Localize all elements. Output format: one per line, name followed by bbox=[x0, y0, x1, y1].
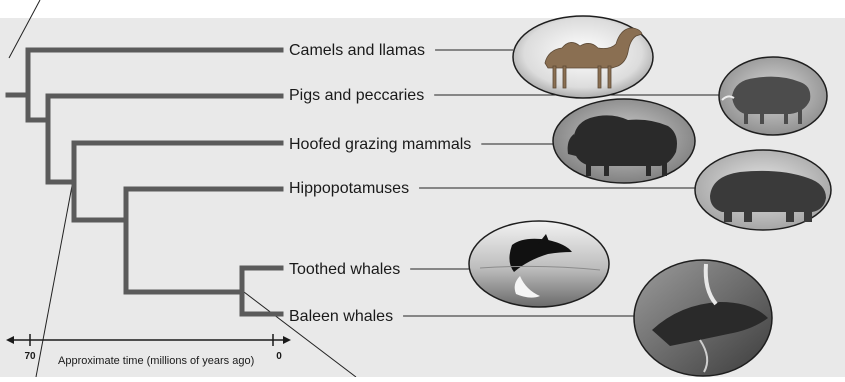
camel-photo-icon bbox=[513, 16, 653, 98]
taxon-label-hoofed-grazers: Hoofed grazing mammals bbox=[289, 136, 471, 153]
taxon-label-camels: Camels and llamas bbox=[289, 42, 425, 59]
taxon-label-baleen-whales: Baleen whales bbox=[289, 308, 393, 325]
axis-tick-label-0: 0 bbox=[276, 351, 282, 362]
axis-tick-label-70: 70 bbox=[24, 351, 36, 362]
orca-photo-icon bbox=[469, 221, 609, 307]
taxon-label-pigs: Pigs and peccaries bbox=[289, 87, 424, 104]
warthog-photo-icon bbox=[719, 57, 827, 135]
taxon-label-hippos: Hippopotamuses bbox=[289, 180, 409, 197]
taxon-label-toothed-whales: Toothed whales bbox=[289, 261, 400, 278]
bison-photo-icon bbox=[553, 99, 695, 183]
axis-title: Approximate time (millions of years ago) bbox=[58, 355, 254, 367]
baleen-whale-photo-icon bbox=[634, 260, 772, 376]
hippopotamus-photo-icon bbox=[695, 150, 831, 230]
